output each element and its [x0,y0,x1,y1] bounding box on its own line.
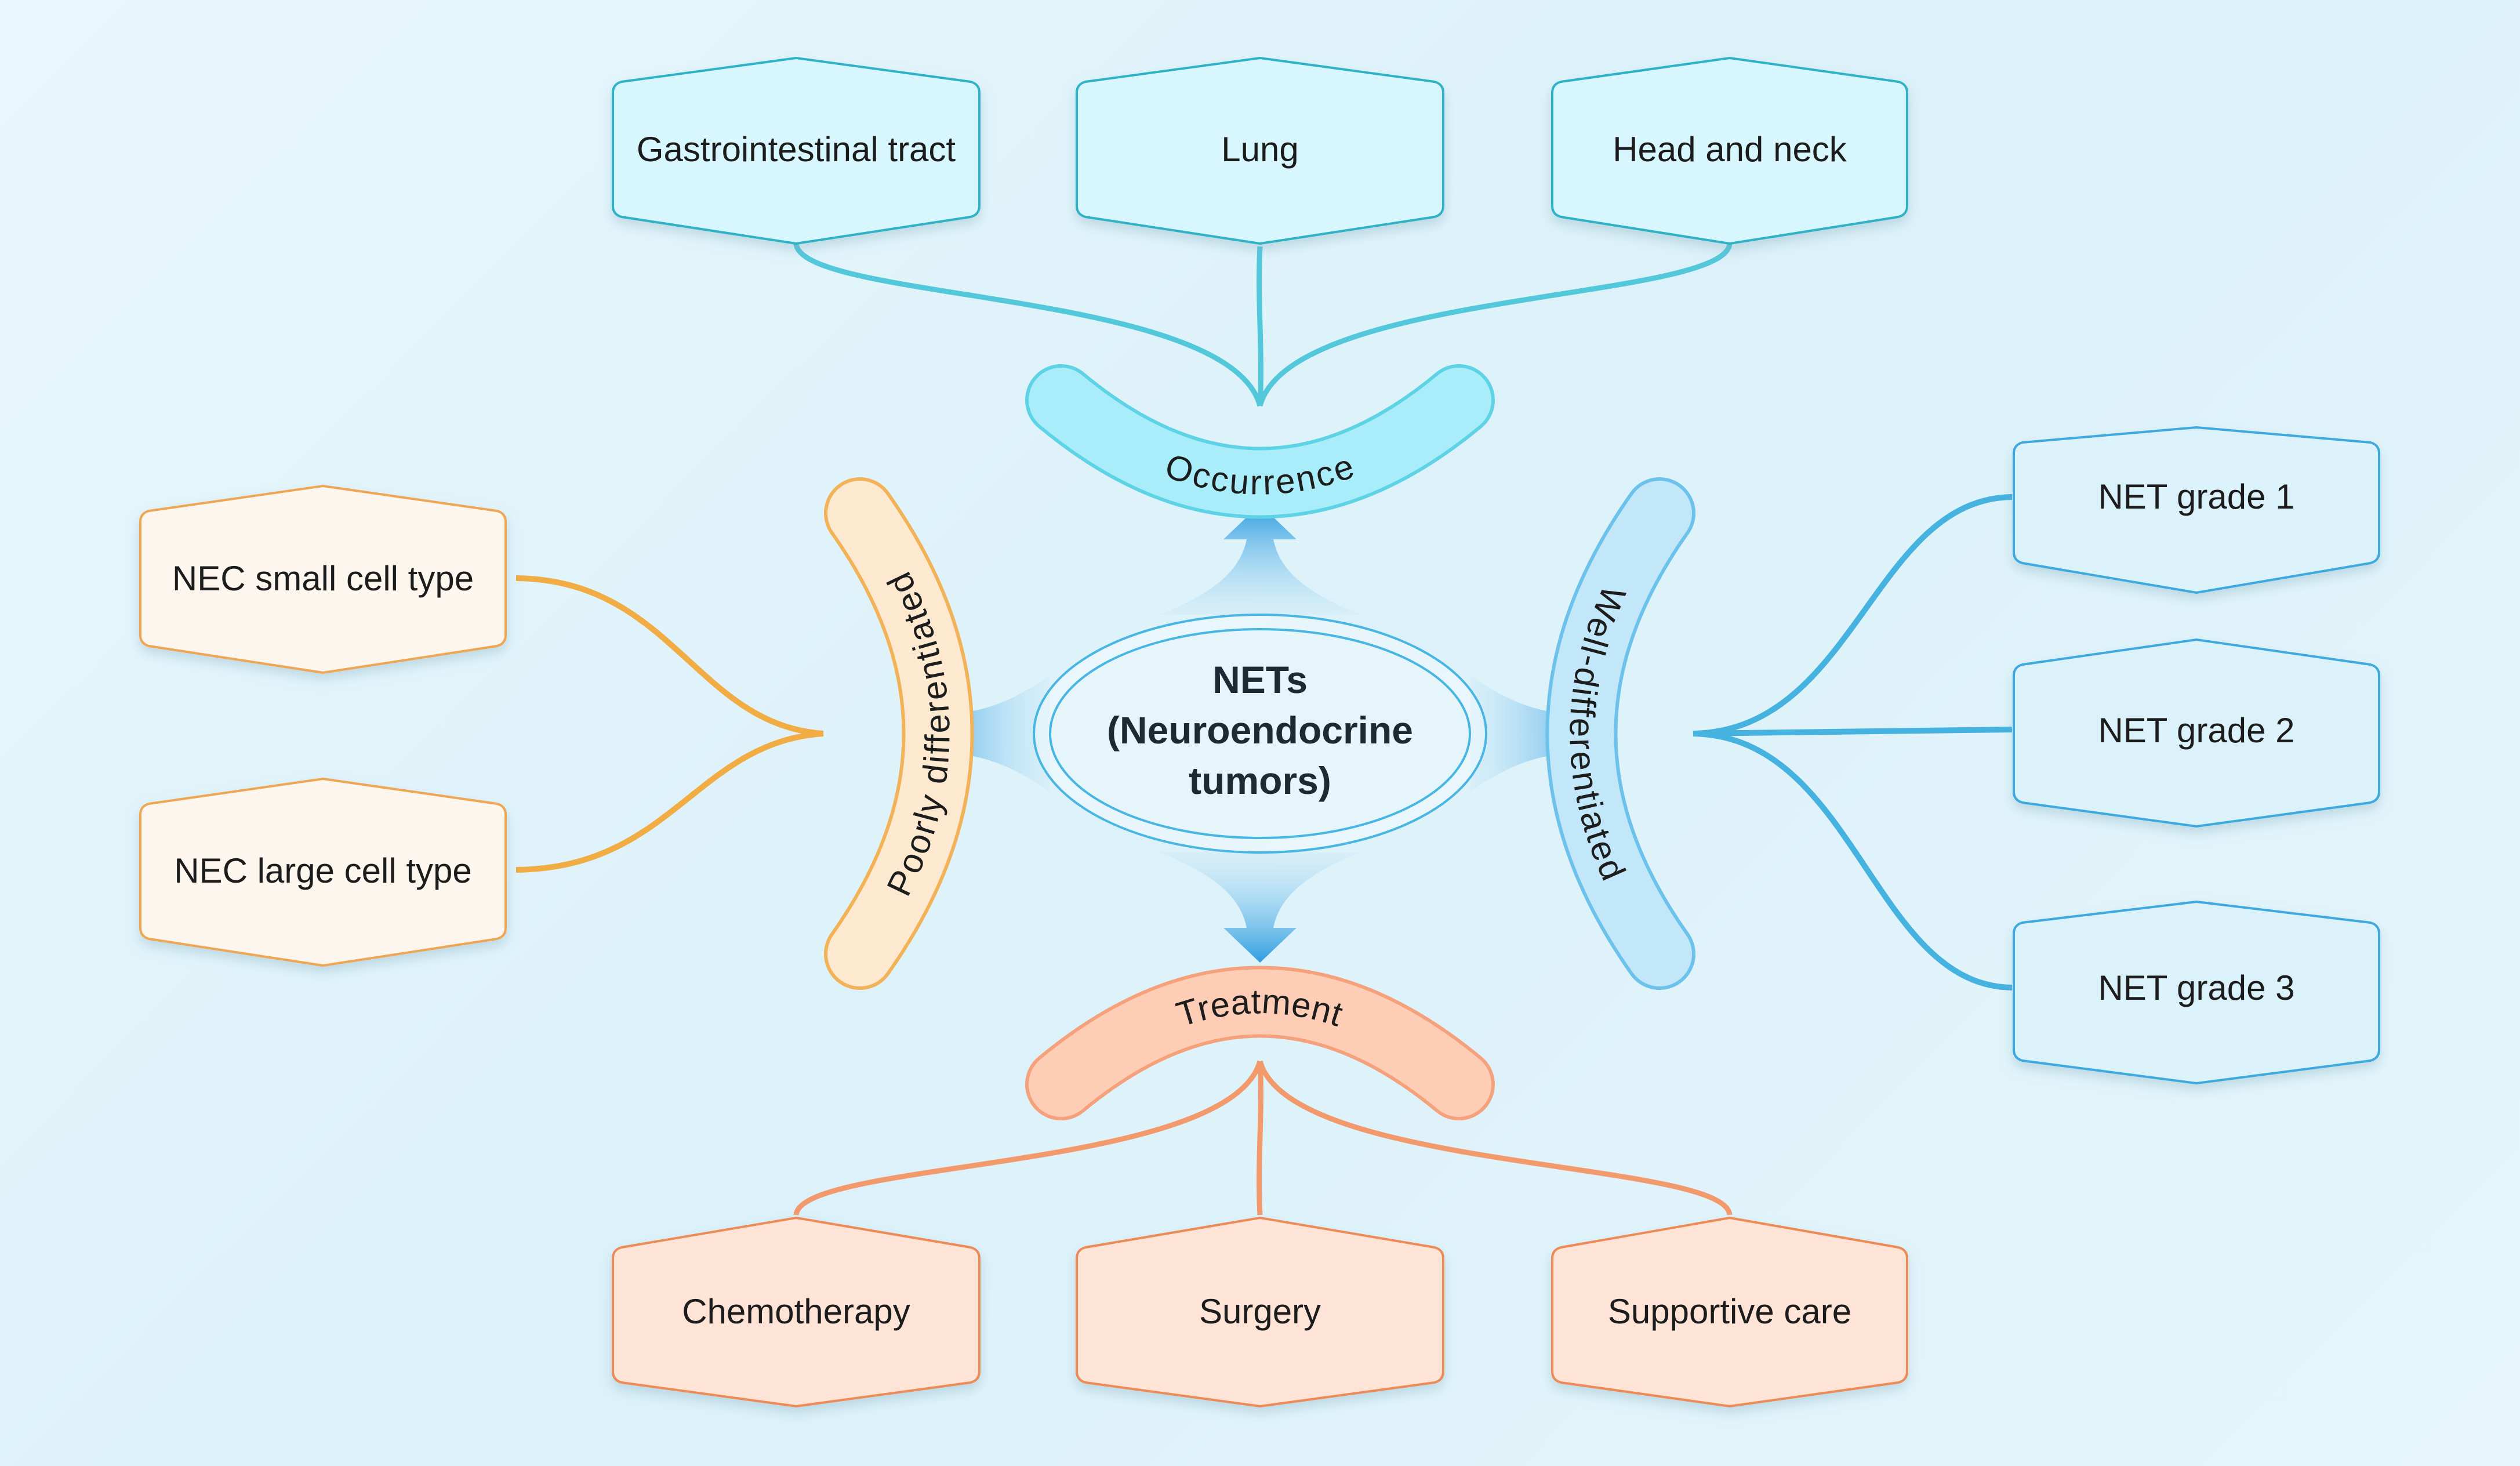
poorly-item-small-cell: NEC small cell type [139,484,507,674]
svg-text:NET grade 2: NET grade 2 [2098,711,2294,750]
center-title-line2: (Neuroendocrine [1107,709,1413,752]
poorly-item-large-cell: NEC large cell type [139,777,507,967]
center-title-line3: tumors) [1189,759,1331,802]
svg-text:Chemotherapy: Chemotherapy [682,1292,910,1331]
arrow-up-icon [1160,505,1360,615]
well-item-grade-2: NET grade 2 [2013,638,2380,828]
well-item-grade-3: NET grade 3 [2013,900,2380,1085]
well-item-grade-1: NET grade 1 [2013,426,2380,594]
treatment-band: Treatment [1061,982,1459,1084]
well-band: Well-differentiated [1562,513,1660,954]
svg-text:Surgery: Surgery [1199,1292,1321,1331]
svg-text:Head and neck: Head and neck [1613,130,1847,169]
well-connectors [1693,494,2013,990]
poorly-band: Poorly differentiated [860,513,957,954]
occurrence-item-gastrointestinal: Gastrointestinal tract [612,56,981,245]
poorly-connectors [515,575,824,873]
occurrence-item-lung: Lung [1076,56,1444,245]
center-node: NETs (Neuroendocrine tumors) [1033,614,1487,854]
occurrence-connectors [793,242,1733,407]
occurrence-band: Occurrence [1061,400,1459,502]
treatment-connectors [793,1060,1733,1216]
svg-text:Supportive care: Supportive care [1608,1292,1851,1331]
treatment-item-chemotherapy: Chemotherapy [612,1216,981,1408]
svg-text:NET grade 1: NET grade 1 [2098,477,2294,516]
center-title-line1: NETs [1212,658,1308,701]
treatment-item-supportive-care: Supportive care [1551,1216,1908,1408]
svg-text:NEC large cell type: NEC large cell type [174,851,472,890]
treatment-item-surgery: Surgery [1076,1216,1444,1408]
occurrence-item-head-neck: Head and neck [1551,56,1908,245]
svg-text:NET grade 3: NET grade 3 [2098,968,2294,1007]
svg-text:NEC small cell type: NEC small cell type [172,559,474,598]
svg-text:Gastrointestinal tract: Gastrointestinal tract [637,130,956,169]
arrow-down-icon [1160,852,1360,963]
svg-text:Lung: Lung [1221,130,1298,169]
